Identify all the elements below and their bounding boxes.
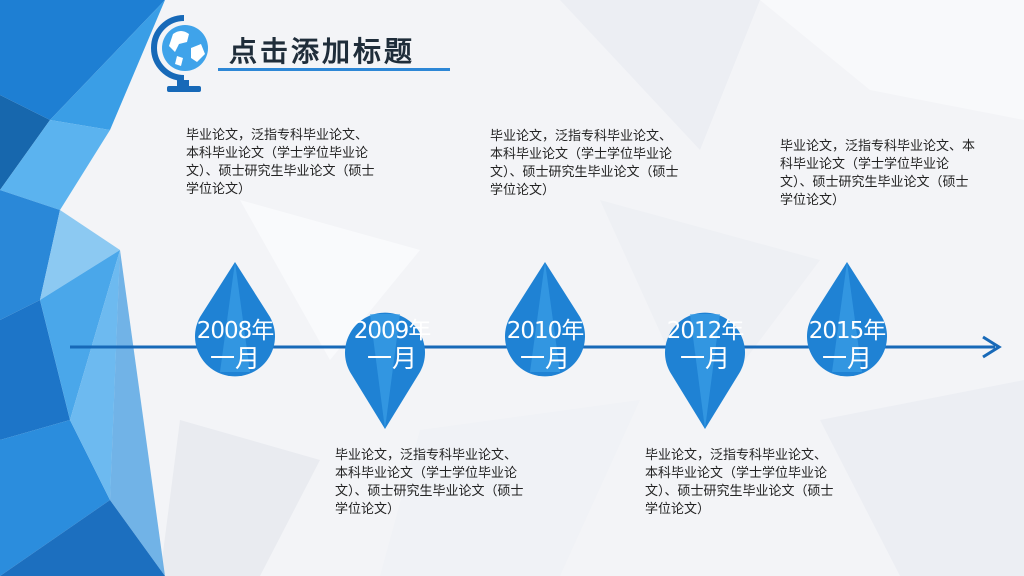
timeline-marker-4-label: 2012年 一月 bbox=[650, 318, 760, 374]
timeline-marker-1 bbox=[195, 262, 275, 377]
event-year-2: 2009年 bbox=[353, 318, 432, 344]
timeline-marker-5 bbox=[807, 262, 887, 377]
event-description-5: 毕业论文，泛指专科毕业论文、本科毕业论文（学士学位毕业论文）、硕士研究生毕业论文… bbox=[780, 139, 976, 208]
timeline-marker-4 bbox=[665, 312, 745, 429]
title-underline bbox=[218, 68, 450, 71]
event-year-5: 2015年 bbox=[808, 318, 887, 344]
timeline-marker-3 bbox=[505, 262, 585, 377]
timeline-marker-2-label: 2009年 一月 bbox=[337, 318, 447, 374]
event-description-4: 毕业论文，泛指专科毕业论文、本科毕业论文（学士学位毕业论文）、硕士研究生毕业论文… bbox=[645, 448, 834, 517]
timeline-marker-1-label: 2008年 一月 bbox=[180, 318, 290, 374]
page-title: 点击添加标题 bbox=[229, 35, 416, 68]
timeline-marker-2 bbox=[345, 312, 425, 429]
globe-icon bbox=[151, 15, 208, 92]
event-month-4: 一月 bbox=[679, 344, 730, 373]
event-month-1: 一月 bbox=[209, 344, 260, 373]
event-month-3: 一月 bbox=[519, 344, 570, 373]
event-description-2: 毕业论文，泛指专科毕业论文、本科毕业论文（学士学位毕业论文）、硕士研究生毕业论文… bbox=[335, 448, 524, 517]
event-year-4: 2012年 bbox=[666, 318, 745, 344]
event-month-5: 一月 bbox=[821, 344, 872, 373]
event-year-3: 2010年 bbox=[506, 318, 585, 344]
timeline-marker-5-label: 2015年 一月 bbox=[792, 318, 902, 374]
timeline-marker-3-label: 2010年 一月 bbox=[490, 318, 600, 374]
event-description-1: 毕业论文，泛指专科毕业论文、本科毕业论文（学士学位毕业论文）、硕士研究生毕业论文… bbox=[186, 128, 375, 197]
event-month-2: 一月 bbox=[366, 344, 417, 373]
event-year-1: 2008年 bbox=[196, 318, 275, 344]
event-description-3: 毕业论文，泛指专科毕业论文、本科毕业论文（学士学位毕业论文）、硕士研究生毕业论文… bbox=[490, 129, 679, 198]
